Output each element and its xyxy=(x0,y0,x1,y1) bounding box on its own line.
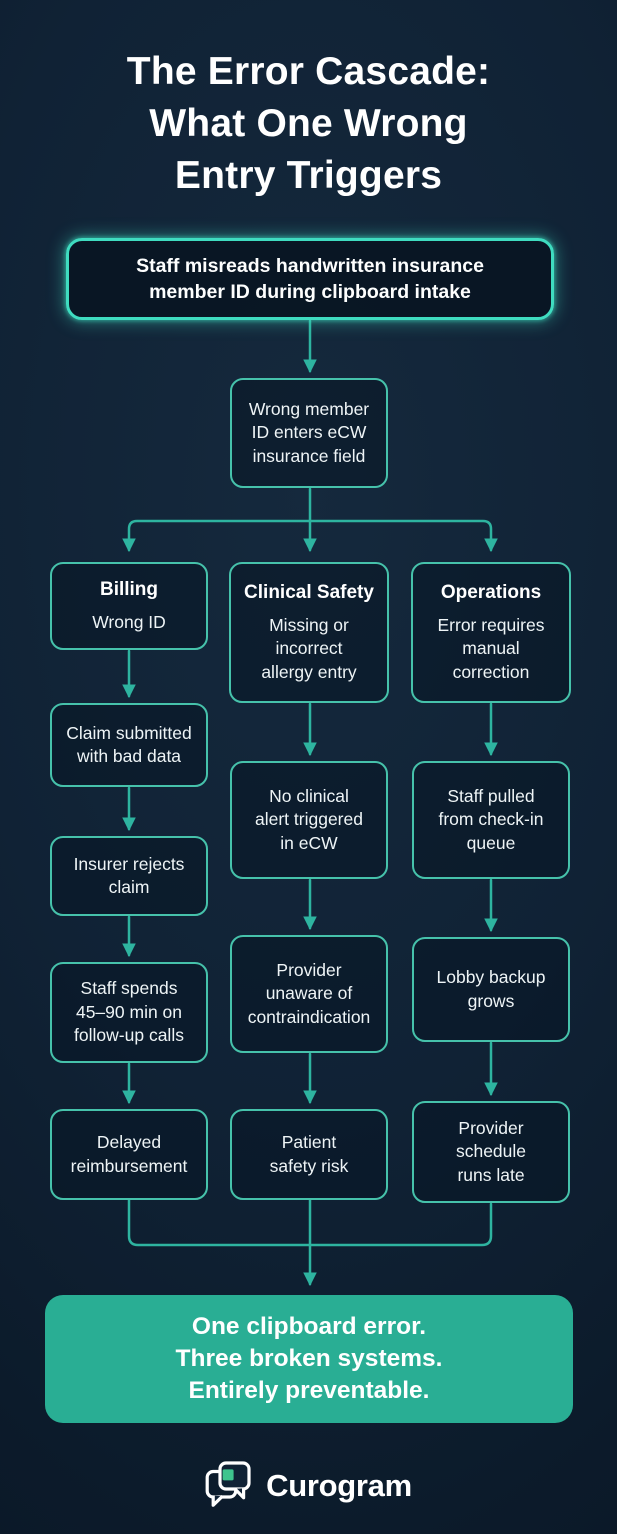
flow-step-text: Delayed reimbursement xyxy=(70,1132,188,1176)
flow-step-text: No clinical alert triggered in eCW xyxy=(255,785,363,853)
flow-step-delayed-reimbursement: Delayed reimbursement xyxy=(50,1109,208,1200)
flow-step-claim-submitted: Claim submitted with bad data xyxy=(50,703,208,787)
flow-step-insurer-rejects: Insurer rejects claim xyxy=(50,836,208,916)
trigger-box: Staff misreads handwritten insurance mem… xyxy=(66,238,554,320)
flow-step-schedule-late: Provider schedule runs late xyxy=(412,1101,570,1203)
column-subtitle-clinical-safety: Missing or incorrect allergy entry xyxy=(261,614,357,682)
conclusion-box: One clipboard error. Three broken system… xyxy=(45,1295,573,1423)
flow-step-text: Patient safety risk xyxy=(269,1132,349,1176)
brand-logo: Curogram xyxy=(0,1458,617,1514)
column-title-operations: Operations xyxy=(440,581,542,603)
entry-node-text: Wrong member ID enters eCW insurance fie… xyxy=(248,398,370,466)
flow-step-text: Claim submitted with bad data xyxy=(66,722,192,767)
column-header-clinical-safety: Clinical Safety Missing or incorrect all… xyxy=(229,562,389,703)
flow-step-text: Staff pulled from check-in queue xyxy=(438,785,544,853)
flow-step-text: Staff spends 45–90 min on follow-up call… xyxy=(74,978,184,1046)
flow-step-staff-pulled: Staff pulled from check-in queue xyxy=(412,761,570,879)
conclusion-text: One clipboard error. Three broken system… xyxy=(175,1313,443,1404)
column-header-operations: Operations Error requires manual correct… xyxy=(411,562,571,703)
page-title: The Error Cascade: What One Wrong Entry … xyxy=(126,50,491,197)
trigger-text: Staff misreads handwritten insurance mem… xyxy=(136,255,484,303)
flow-step-lobby-backup: Lobby backup grows xyxy=(412,937,570,1042)
chat-bubbles-icon xyxy=(205,1461,251,1507)
flow-step-text: Provider unaware of contraindication xyxy=(247,959,371,1027)
logo-green-square xyxy=(222,1469,234,1481)
flow-step-text: Insurer rejects claim xyxy=(73,853,185,898)
flow-step-patient-safety-risk: Patient safety risk xyxy=(230,1109,388,1200)
column-title-clinical-safety: Clinical Safety xyxy=(244,581,374,603)
flow-step-no-clinical-alert: No clinical alert triggered in eCW xyxy=(230,761,388,879)
flow-step-provider-unaware: Provider unaware of contraindication xyxy=(230,935,388,1053)
flow-step-text: Lobby backup grows xyxy=(436,967,546,1011)
column-title-billing: Billing xyxy=(99,578,159,600)
entry-node-box: Wrong member ID enters eCW insurance fie… xyxy=(230,378,388,488)
column-subtitle-operations: Error requires manual correction xyxy=(437,614,545,682)
flow-step-followup-calls: Staff spends 45–90 min on follow-up call… xyxy=(50,962,208,1063)
brand-name: Curogram xyxy=(266,1468,412,1503)
column-subtitle-billing: Wrong ID xyxy=(92,611,166,632)
flow-step-text: Provider schedule runs late xyxy=(455,1117,527,1185)
column-header-billing: Billing Wrong ID xyxy=(50,562,208,650)
